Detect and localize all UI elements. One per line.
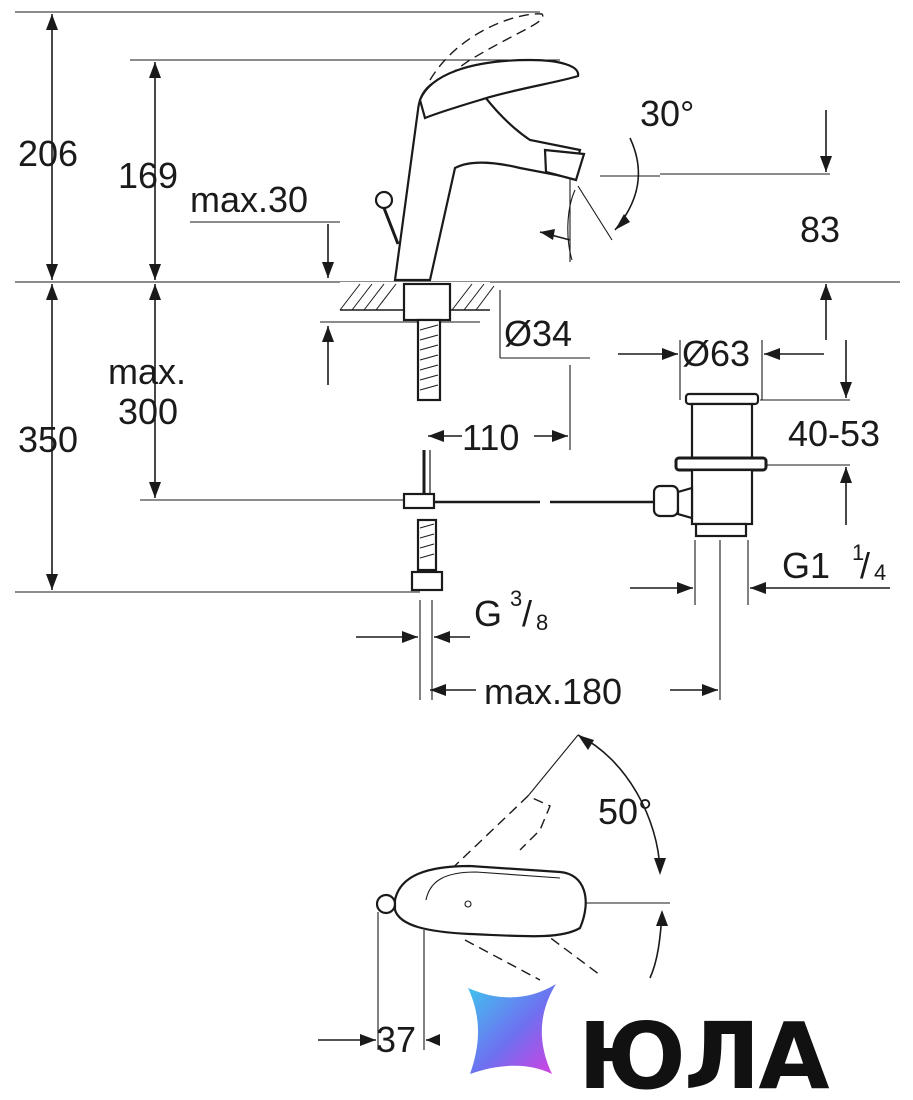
logo-star-icon [468, 984, 556, 1074]
dim-g38-den: 8 [536, 610, 548, 635]
dim-max-30: max.30 [190, 179, 308, 220]
dim-g38-main: G [474, 593, 502, 634]
dimension-lines-bottom [318, 430, 718, 1046]
faucet-side-view [339, 13, 660, 592]
dimension-lines-right [618, 110, 890, 594]
dim-83: 83 [800, 209, 840, 250]
dim-40-53: 40-53 [788, 413, 880, 454]
dim-169: 169 [118, 155, 178, 196]
dim-50-deg: 50° [598, 791, 652, 832]
dimension-labels: 206 169 max.30 30° 83 Ø34 Ø63 max. 300 3… [18, 93, 886, 1060]
dim-350: 350 [18, 419, 78, 460]
dim-max-label: max. [108, 351, 186, 392]
faucet-top-view [375, 734, 670, 1050]
dim-206: 206 [18, 133, 78, 174]
dim-g38-num: 3 [510, 586, 522, 611]
dim-g1-slash: / [860, 545, 870, 586]
dim-g1-num: 1 [852, 540, 864, 565]
dim-30-deg: 30° [640, 93, 694, 134]
dim-37: 37 [376, 1019, 416, 1060]
yula-logo: ЮЛА [468, 984, 831, 1100]
dim-diameter-34: Ø34 [504, 313, 572, 354]
dim-g1-main: G1 [782, 545, 830, 586]
dim-110: 110 [462, 417, 519, 458]
dim-max-180: max.180 [484, 671, 622, 712]
dim-300: 300 [118, 391, 178, 432]
dim-g38-slash: / [522, 593, 532, 634]
logo-text: ЮЛА [578, 1003, 829, 1100]
dim-g1-den: 4 [874, 560, 886, 585]
dimension-lines-left [46, 14, 334, 590]
waste-assembly [652, 392, 768, 538]
dim-diameter-63: Ø63 [682, 333, 750, 374]
